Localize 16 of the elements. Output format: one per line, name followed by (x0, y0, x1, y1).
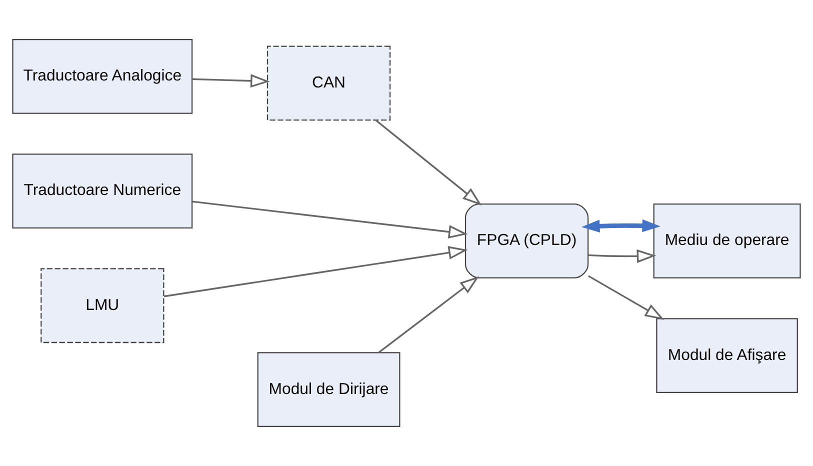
arrow (588, 249, 656, 263)
arrow (582, 219, 660, 232)
arrow (164, 246, 468, 298)
node-box: Mediu de operare (653, 204, 801, 278)
node-box: CAN (266, 46, 391, 121)
node-box: Modul de Dirijare (257, 352, 400, 428)
node-box: Traductoare Analogice (12, 38, 193, 114)
arrow (588, 275, 664, 320)
node-box: FPGA (CPLD) (464, 204, 589, 278)
arrow (378, 276, 480, 354)
node-box: LMU (40, 268, 164, 344)
node-box: Modul de Afişare (656, 318, 798, 393)
node-box: Traductoare Numerice (12, 154, 193, 228)
arrow (192, 200, 468, 239)
arrow (192, 74, 270, 88)
arrow (375, 120, 482, 206)
